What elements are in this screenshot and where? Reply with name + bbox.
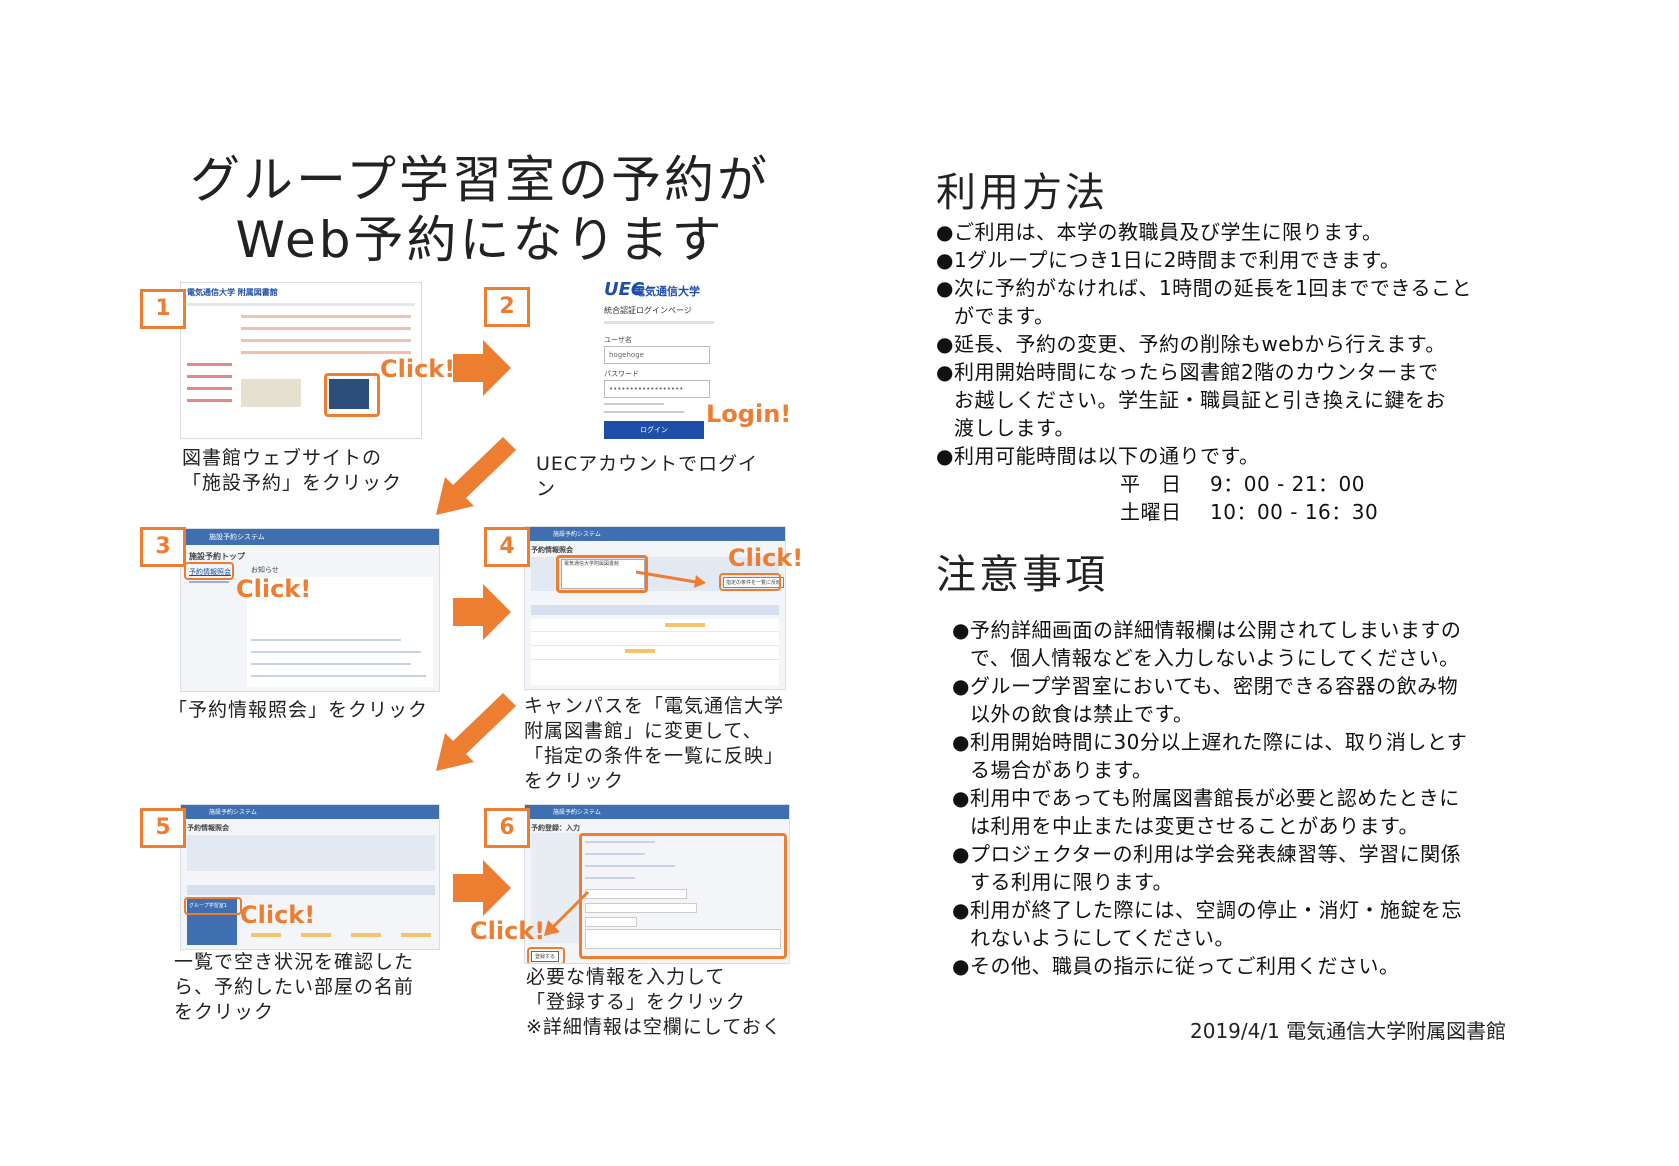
click-label-2: Login! [706,400,792,428]
step-number-1: 1 [140,289,186,329]
s2-user-label: ユーザ名 [604,336,632,344]
usage-item-5-cont-1: お越しください。学生証・職員証と引き換えに鍵をお [954,388,1446,412]
s3-notice: お知らせ [251,566,279,574]
step-caption-6: 必要な情報を入力して 「登録する」をクリック ※詳細情報は空欄にしておく [526,966,782,1038]
note-2: ●グループ学習室においても、密閉できる容器の飲み物 [952,674,1459,698]
step-number-3: 3 [140,527,186,567]
s5-room-link: グループ学習室1 [189,903,227,909]
s5-room-highlight [184,897,242,915]
screenshot-availability-list: 施設予約システム 予約情報照会 グループ学習室1 [180,804,440,950]
notes-list: ●予約詳細画面の詳細情報欄は公開されてしまいますの で、個人情報などを入力しない… [952,616,1572,980]
screenshot-uec-login: UEC 電気通信大学 統合認証ログインページ ユーザ名 hogehoge パスワ… [596,275,786,445]
screenshot-reservation-form: 施設予約システム 予約登録：入力 登録する [524,804,790,964]
arrow-down-left-icon-2 [436,693,516,771]
s4-campus-highlight [556,555,648,593]
notes-heading: 注意事項 [936,552,1108,598]
title-line-1: グループ学習室の予約が [190,151,770,209]
s6-system: 施設予約システム [553,809,601,816]
usage-list: ●ご利用は、本学の教職員及び学生に限ります。 ●1グループにつき1日に2時間まで… [936,218,1556,526]
step-caption-4: キャンパスを「電気通信大学 附属図書館」に変更して、 「指定の条件を一覧に反映」… [524,695,785,792]
s4-pointer-arrow-icon [635,570,706,588]
usage-item-5-cont-2: 渡しします。 [954,416,1075,440]
s3-link-highlight [184,562,234,580]
click-label-6: Click! [470,917,546,945]
s3-top: 施設予約トップ [189,552,245,561]
s2-password-field: •••••••••••••••••• [604,380,710,398]
s3-link-reservation-inquiry: 予約情報照会 [189,568,231,576]
arrow-right-icon-2 [453,584,511,640]
click-label-4: Click! [728,544,804,572]
s2-login-button: ログイン [604,421,704,439]
s2-heading: 統合認証ログインページ [604,306,692,315]
footer-date-library: 2019/4/1 電気通信大学附属図書館 [1190,1019,1507,1043]
s6-register-button: 登録する [531,951,560,962]
usage-item-5: ●利用開始時間になったら図書館2階のカウンターまで [936,360,1439,384]
note-3: ●利用開始時間に30分以上遅れた際には、取り消しとす [952,730,1468,754]
title-line-2: Web予約になります [235,211,725,269]
click-label-1: Click! [380,355,456,383]
arrow-right-icon [453,340,511,396]
arrow-right-icon-3 [453,860,511,916]
s1-facility-button-highlight [324,373,380,417]
step-number-2: 2 [484,287,530,327]
step-caption-3: 「予約情報照会」をクリック [168,699,429,721]
usage-item-2: ●1グループにつき1日に2時間まで利用できます。 [936,248,1401,272]
s6-pointer-arrow-icon [544,890,590,936]
s6-form-highlight [579,833,787,959]
screenshot-facility-top: 施設予約システム 施設予約トップ 予約情報照会 お知らせ [180,528,440,692]
s4-apply-highlight [719,573,781,591]
click-label-3: Click! [236,575,312,603]
s1-univ-name: 電気通信大学 附属図書館 [187,288,278,297]
s5-heading: 予約情報照会 [187,824,229,832]
screenshot-library-website: 電気通信大学 附属図書館 [180,282,422,439]
s4-system: 施設予約システム [553,531,601,538]
screenshot-reservation-inquiry: 施設予約システム 予約情報照会 電気通信大学附属図書館 指定の条件を一覧に反映 [524,526,786,690]
s4-apply-button: 指定の条件を一覧に反映 [723,577,785,588]
step-number-4: 4 [484,527,530,567]
usage-item-3-cont: がでます。 [954,304,1055,328]
usage-item-3: ●次に予約がなければ、1時間の延長を1回までできること [936,276,1473,300]
note-7: ●その他、職員の指示に従ってご利用ください。 [952,954,1400,978]
s2-univ: 電気通信大学 [634,285,700,298]
s4-campus-select: 電気通信大学附属図書館 [561,559,645,589]
s4-heading: 予約情報照会 [531,546,573,554]
arrow-down-left-icon [436,437,516,515]
s6-register-highlight [527,947,565,963]
step-caption-5: 一覧で空き状況を確認した ら、予約したい部屋の名前 をクリック [174,951,415,1023]
usage-item-4: ●延長、予約の変更、予約の削除もwebから行えます。 [936,332,1446,356]
s2-logo: UEC [604,279,645,300]
usage-item-1: ●ご利用は、本学の教職員及び学生に限ります。 [936,220,1383,244]
s5-system: 施設予約システム [209,809,257,816]
s6-heading: 予約登録：入力 [531,824,580,832]
step-caption-2: UECアカウントでログイ ン [536,453,759,500]
page-title: グループ学習室の予約が Web予約になります [130,150,830,270]
note-1: ●予約詳細画面の詳細情報欄は公開されてしまいますの [952,618,1462,642]
step-number-6: 6 [484,808,530,848]
usage-heading: 利用方法 [936,170,1108,216]
step-caption-1: 図書館ウェブサイトの 「施設予約」をクリック [182,447,403,494]
note-4: ●利用中であっても附属図書館長が必要と認めたときに [952,786,1460,810]
note-6: ●利用が終了した際には、空調の停止・消灯・施錠を忘 [952,898,1462,922]
s3-system: 施設予約システム [209,533,265,541]
s2-pass-label: パスワード [604,370,639,378]
note-5: ●プロジェクターの利用は学会発表練習等、学習に関係 [952,842,1462,866]
usage-item-6: ●利用可能時間は以下の通りです。 [936,444,1260,468]
s2-username-field: hogehoge [604,346,710,364]
step-number-5: 5 [140,808,186,848]
click-label-5: Click! [240,901,316,929]
